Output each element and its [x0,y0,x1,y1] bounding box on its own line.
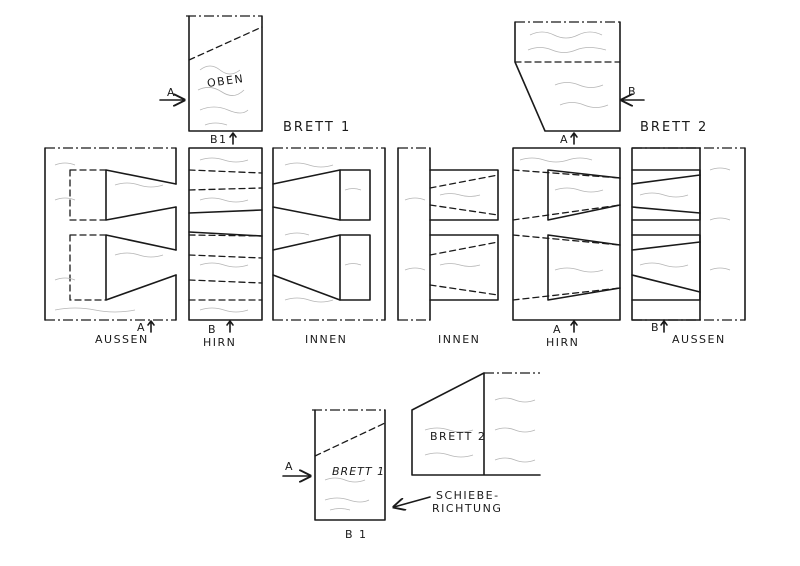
panel-hirn-right [512,147,621,321]
brett1-top-view [159,15,263,132]
label-a-top: A [167,86,176,99]
label-schiebe-2: RICHTUNG [432,502,502,515]
label-innen-right: INNEN [438,333,480,346]
label-a-hirn-right: A [553,323,562,336]
panel-aussen-left [44,147,177,321]
bottom-brett2 [411,372,541,476]
label-aussen-left: AUSSEN [95,333,149,346]
up-arrow-icon [660,320,668,333]
label-brett2-bottom: BRETT 2 [430,430,486,443]
label-oben: OBEN [206,72,245,90]
label-hirn-left: HIRN [203,336,236,349]
bottom-brett1 [282,409,386,521]
label-hirn-right: HIRN [546,336,579,349]
label-schiebe-1: SCHIEBE- [436,489,500,502]
label-b-hirn-left: B [208,323,217,336]
arrow-icon [394,496,431,507]
up-arrow-icon [226,320,234,333]
label-b-right: B [628,85,637,98]
brett2-top-view [514,21,645,132]
label-b1-top: B1 [210,133,228,146]
label-a-bottom: A [285,460,294,473]
label-a-left: A [137,321,146,334]
title-brett1: BRETT 1 [283,120,351,135]
label-aussen-right: AUSSEN [672,333,726,346]
panel-hirn-left [188,147,263,321]
title-brett2: BRETT 2 [640,120,708,135]
label-a4-top: A [560,133,569,146]
label-brett1-bottom: BRETT 1 [332,465,385,478]
label-b-aussen-right: B [651,321,660,334]
panel-aussen-right [631,147,746,321]
panel-innen-left [272,147,386,321]
panel-innen-right [397,147,499,321]
up-arrow-icon [570,320,578,333]
up-arrow-icon [229,132,237,145]
label-innen-left: INNEN [305,333,347,346]
label-b1-bottom: B 1 [345,528,368,541]
up-arrow-icon [570,132,578,145]
up-arrow-icon [147,320,155,333]
